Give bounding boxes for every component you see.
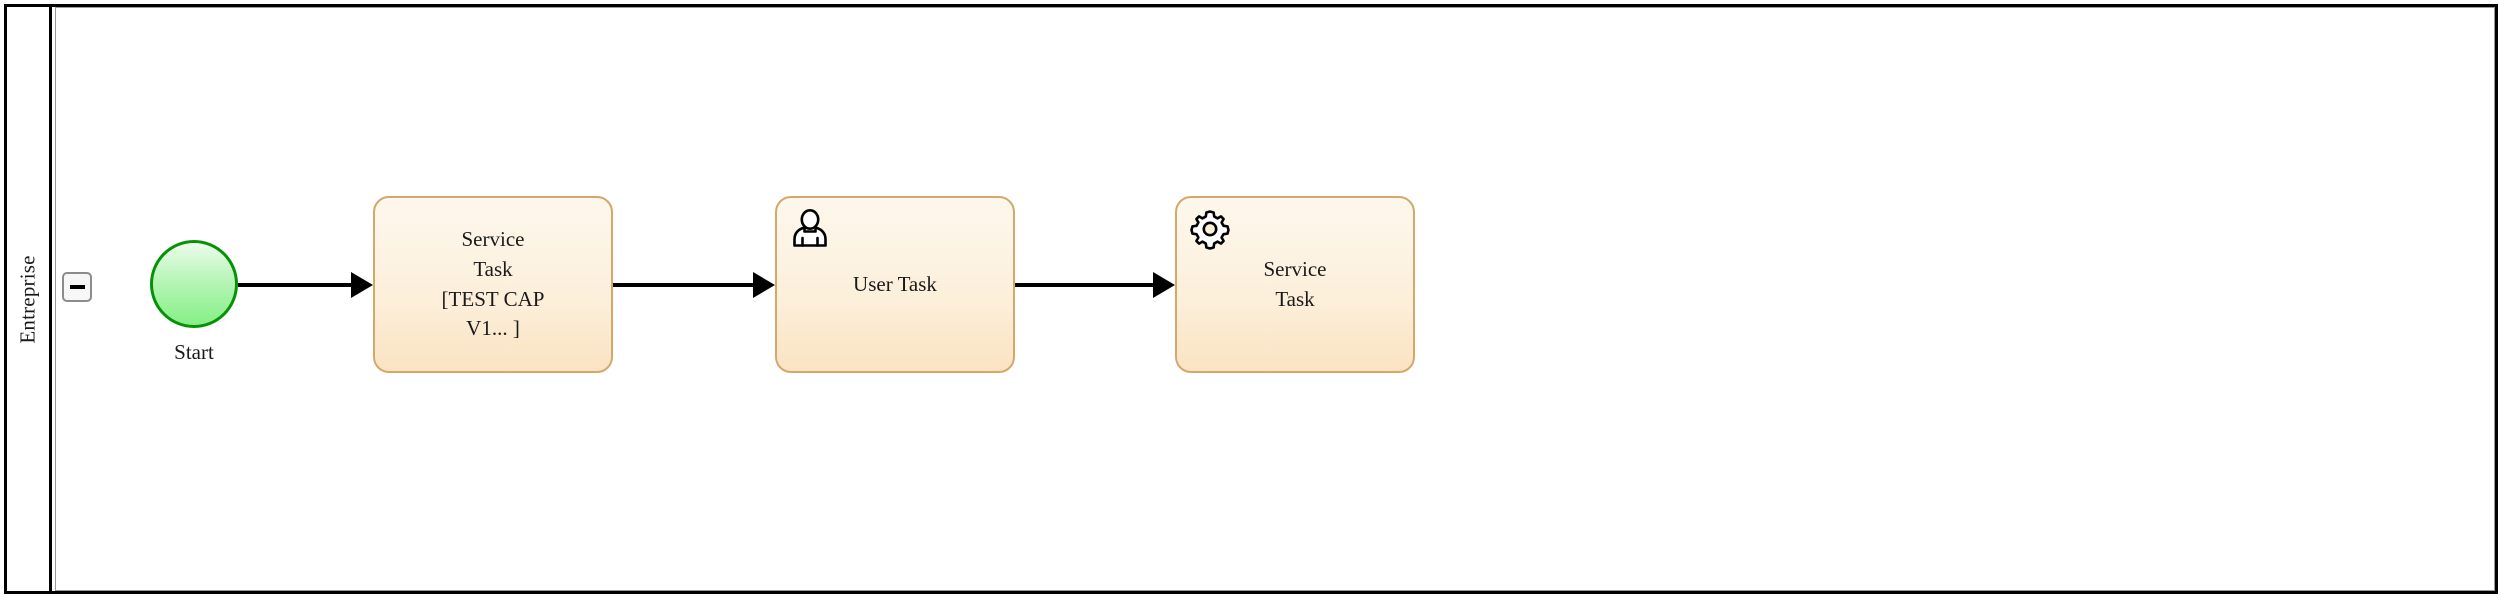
user-task-label: User Task	[853, 271, 937, 296]
pool-header: Entreprise	[7, 7, 52, 591]
arrowhead-icon	[351, 272, 373, 298]
service-task-1[interactable]: Service Task [TEST CAP V1... ]	[373, 196, 613, 373]
service-task-2[interactable]: Service Task	[1175, 196, 1415, 373]
minus-icon	[69, 285, 85, 289]
service-task-1-label: Service Task [TEST CAP V1... ]	[441, 226, 545, 341]
gear-icon	[1187, 206, 1233, 252]
pool-name-label: Entreprise	[15, 254, 40, 344]
service-task-2-label: Service Task	[1263, 256, 1327, 311]
start-event-label: Start	[174, 340, 214, 364]
sequence-flow-task-2-to-task-3[interactable]	[1015, 283, 1153, 287]
user-icon	[787, 206, 833, 252]
pool-entreprise[interactable]: Entreprise	[4, 4, 2498, 594]
sequence-flow-start-to-task-1[interactable]	[238, 283, 353, 287]
sequence-flow-task-1-to-task-2[interactable]	[613, 283, 753, 287]
start-event[interactable]	[150, 240, 238, 328]
arrowhead-icon	[753, 272, 775, 298]
user-task[interactable]: User Task	[775, 196, 1015, 373]
arrowhead-icon	[1153, 272, 1175, 298]
pool-collapse-button[interactable]	[62, 272, 92, 302]
